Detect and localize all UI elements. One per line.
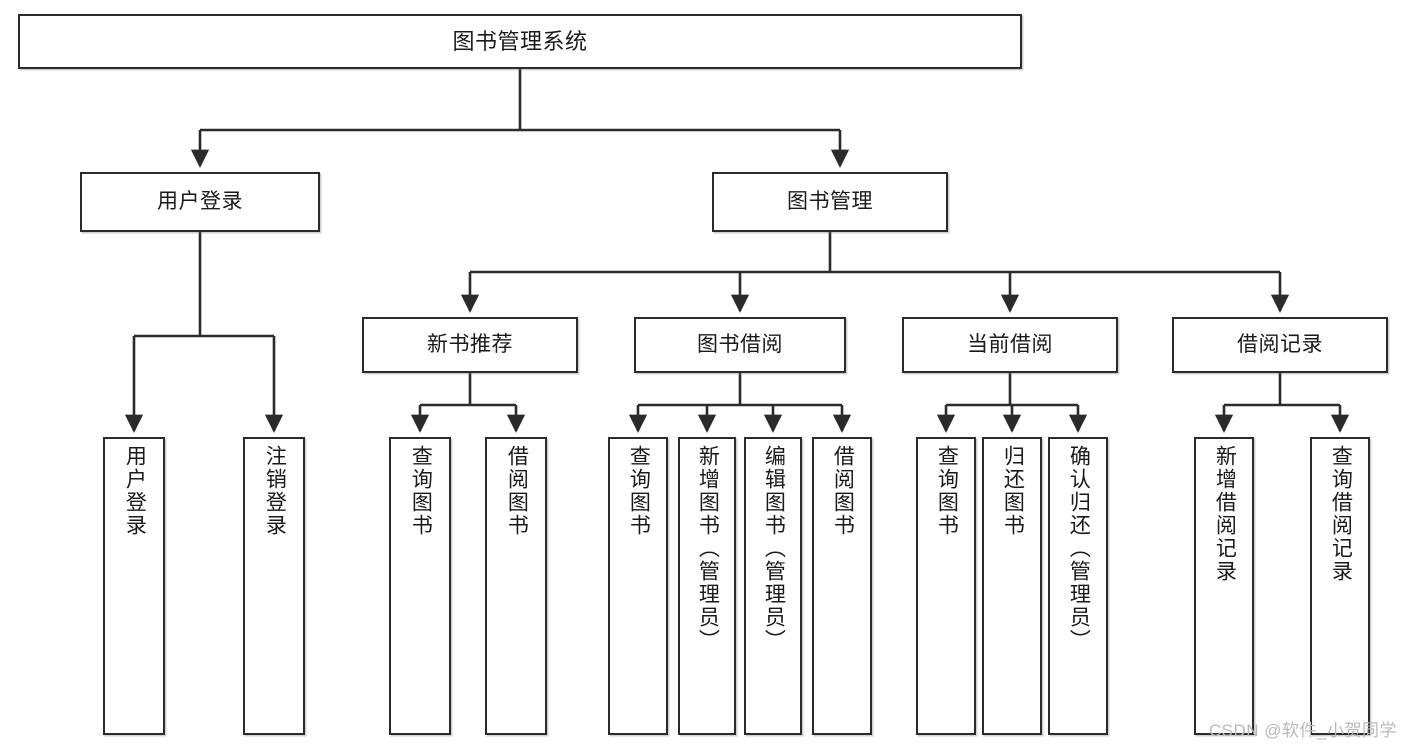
node-label: 用户登录 — [157, 189, 243, 213]
node-label: 编辑图书（管理员） — [762, 445, 786, 652]
node-label: 查询图书 — [935, 445, 959, 537]
node-leaf-edit-book-admin[interactable]: 编辑图书（管理员） — [744, 437, 802, 735]
node-leaf-query-book-borrow[interactable]: 查询图书 — [608, 437, 668, 735]
node-leaf-borrow-book[interactable]: 借阅图书 — [812, 437, 872, 735]
node-book-borrow[interactable]: 图书借阅 — [634, 317, 846, 373]
node-leaf-add-borrow-record[interactable]: 新增借阅记录 — [1194, 437, 1254, 735]
node-leaf-confirm-return-admin[interactable]: 确认归还（管理员） — [1048, 437, 1108, 735]
node-label: 注销登录 — [263, 445, 287, 537]
node-leaf-query-book-recommend[interactable]: 查询图书 — [389, 437, 451, 735]
node-label: 图书管理 — [787, 189, 873, 213]
node-leaf-borrow-book-recommend[interactable]: 借阅图书 — [485, 437, 547, 735]
node-leaf-return-book[interactable]: 归还图书 — [982, 437, 1042, 735]
node-label: 借阅记录 — [1237, 332, 1323, 356]
node-root-system[interactable]: 图书管理系统 — [18, 14, 1022, 69]
node-label: 查询借阅记录 — [1329, 445, 1353, 583]
node-current-borrow[interactable]: 当前借阅 — [902, 317, 1118, 373]
node-label: 查询图书 — [627, 445, 651, 537]
node-user-login[interactable]: 用户登录 — [80, 172, 320, 232]
node-leaf-add-book-admin[interactable]: 新增图书（管理员） — [678, 437, 736, 735]
node-label: 查询图书 — [409, 445, 433, 537]
node-label: 新增图书（管理员） — [696, 445, 720, 652]
node-label: 新增借阅记录 — [1213, 445, 1237, 583]
node-label: 用户登录 — [123, 445, 147, 537]
node-label: 借阅图书 — [831, 445, 855, 537]
node-leaf-logout[interactable]: 注销登录 — [243, 437, 305, 735]
node-new-book-recommend[interactable]: 新书推荐 — [362, 317, 578, 373]
node-label: 图书借阅 — [697, 332, 783, 356]
node-label: 新书推荐 — [427, 332, 513, 356]
node-borrow-record[interactable]: 借阅记录 — [1172, 317, 1388, 373]
node-label: 当前借阅 — [967, 332, 1053, 356]
node-leaf-user-login[interactable]: 用户登录 — [103, 437, 165, 735]
node-leaf-query-borrow-record[interactable]: 查询借阅记录 — [1310, 437, 1370, 735]
node-label: 图书管理系统 — [452, 28, 588, 54]
watermark-text: CSDN @软件_小贺同学 — [1208, 721, 1397, 740]
node-label: 确认归还（管理员） — [1067, 445, 1091, 652]
node-label: 归还图书 — [1001, 445, 1025, 537]
node-label: 借阅图书 — [505, 445, 529, 537]
node-leaf-query-book-current[interactable]: 查询图书 — [916, 437, 976, 735]
node-book-manage[interactable]: 图书管理 — [712, 172, 948, 232]
